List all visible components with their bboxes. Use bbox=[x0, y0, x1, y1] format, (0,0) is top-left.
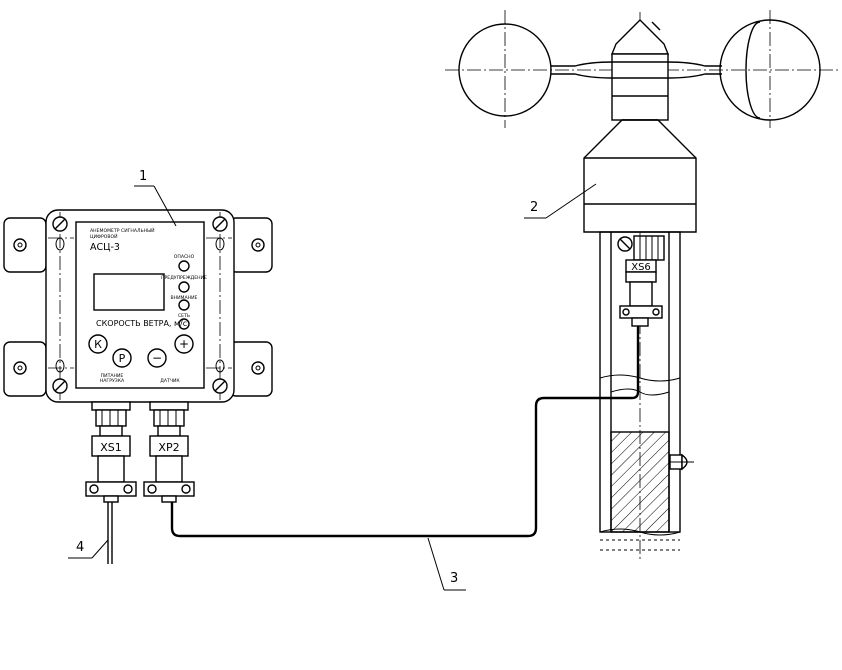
indicator-warning-led bbox=[178, 281, 190, 293]
mount-hole-icon bbox=[13, 238, 27, 252]
anemometer-cup-right bbox=[719, 19, 821, 121]
button-p[interactable]: Р bbox=[112, 348, 132, 368]
sensor-body bbox=[583, 119, 697, 233]
cup-arm-right bbox=[667, 61, 722, 67]
device-title-line1: АНЕМОМЕТР СИГНАЛЬНЫЙ bbox=[90, 227, 155, 234]
device-model: АСЦ-3 bbox=[90, 242, 120, 253]
xs6-label: XS6 bbox=[631, 262, 651, 273]
corner-screw-icon bbox=[52, 216, 228, 394]
wind-speed-label: СКОРОСТЬ ВЕТРА, м/с bbox=[96, 319, 187, 328]
callout-3: 3 bbox=[427, 537, 466, 591]
callout-2-number: 2 bbox=[530, 200, 538, 215]
control-unit: АНЕМОМЕТР СИГНАЛЬНЫЙ ЦИФРОВОЙ АСЦ-3 ОПАС… bbox=[3, 209, 273, 403]
gland-left bbox=[91, 401, 131, 437]
callout-3-number: 3 bbox=[450, 571, 458, 586]
front-panel bbox=[75, 221, 205, 389]
cup-arm-right bbox=[667, 73, 722, 79]
callout-1-number: 1 bbox=[139, 169, 147, 184]
mount-hole-icon bbox=[251, 361, 265, 375]
xs1-label: XS1 bbox=[100, 441, 122, 454]
connector-xs1: XS1 bbox=[85, 435, 137, 503]
mounting-bracket-top bbox=[3, 217, 273, 273]
anemometer-sensor: XS6 bbox=[445, 10, 838, 560]
button-plus[interactable]: + bbox=[174, 334, 194, 354]
indicator-danger-led bbox=[178, 260, 190, 272]
callout-1: 1 bbox=[134, 169, 177, 227]
mast-bolt bbox=[669, 453, 694, 471]
indicator-network-led bbox=[178, 318, 190, 330]
connector-xp2: XP2 bbox=[143, 435, 195, 503]
cable-clamp bbox=[619, 305, 663, 319]
mast-plug-hatched bbox=[610, 431, 670, 533]
rotor-cone bbox=[610, 19, 670, 55]
port-right-label: ДАТЧИК bbox=[160, 378, 180, 384]
port-left-label-line1: ПИТАНИЕ bbox=[101, 373, 124, 379]
device-title-line2: ЦИФРОВОЙ bbox=[90, 233, 118, 240]
cable-clamp bbox=[143, 481, 195, 497]
anemometer-cup-left bbox=[458, 23, 552, 117]
callout-4: 4 bbox=[68, 539, 109, 559]
break-line bbox=[610, 388, 670, 396]
mount-hole-icon bbox=[13, 361, 27, 375]
indicator-danger-label: ОПАСНО bbox=[174, 254, 195, 260]
indicator-attention-label: ВНИМАНИЕ bbox=[171, 295, 198, 301]
gland-right bbox=[149, 401, 189, 437]
cup-rim bbox=[745, 21, 761, 119]
mount-hole-icon bbox=[251, 238, 265, 252]
port-left-label-line2: НАГРУЗКА bbox=[100, 378, 125, 384]
sensor-cable bbox=[170, 326, 640, 538]
cup-arm-left bbox=[551, 73, 613, 79]
button-minus[interactable]: − bbox=[147, 348, 167, 368]
button-p-label: Р bbox=[119, 352, 126, 365]
rotor-cone-detail bbox=[651, 21, 661, 31]
callout-4-number: 4 bbox=[76, 540, 84, 555]
indicator-attention-led bbox=[178, 299, 190, 311]
button-k[interactable]: К bbox=[88, 334, 108, 354]
connector-plug bbox=[633, 235, 665, 261]
xp2-label: XP2 bbox=[158, 441, 179, 454]
ground-line bbox=[600, 539, 680, 551]
button-k-label: К bbox=[94, 338, 102, 351]
cable-clamp bbox=[85, 481, 137, 497]
button-minus-label: − bbox=[152, 351, 162, 365]
indicator-network-label: СЕТЬ bbox=[178, 313, 190, 319]
cup-arm-left bbox=[551, 61, 613, 67]
button-plus-label: + bbox=[179, 337, 189, 351]
rotor-hub bbox=[611, 53, 669, 121]
callout-2: 2 bbox=[524, 183, 597, 219]
wind-speed-display bbox=[93, 273, 165, 311]
break-line bbox=[599, 374, 681, 382]
indicator-warning-label: ПРЕДУПРЕЖДЕНИЕ bbox=[161, 275, 207, 281]
mounting-bracket-bottom bbox=[3, 341, 273, 397]
connector-xs6: XS6 bbox=[617, 235, 665, 327]
